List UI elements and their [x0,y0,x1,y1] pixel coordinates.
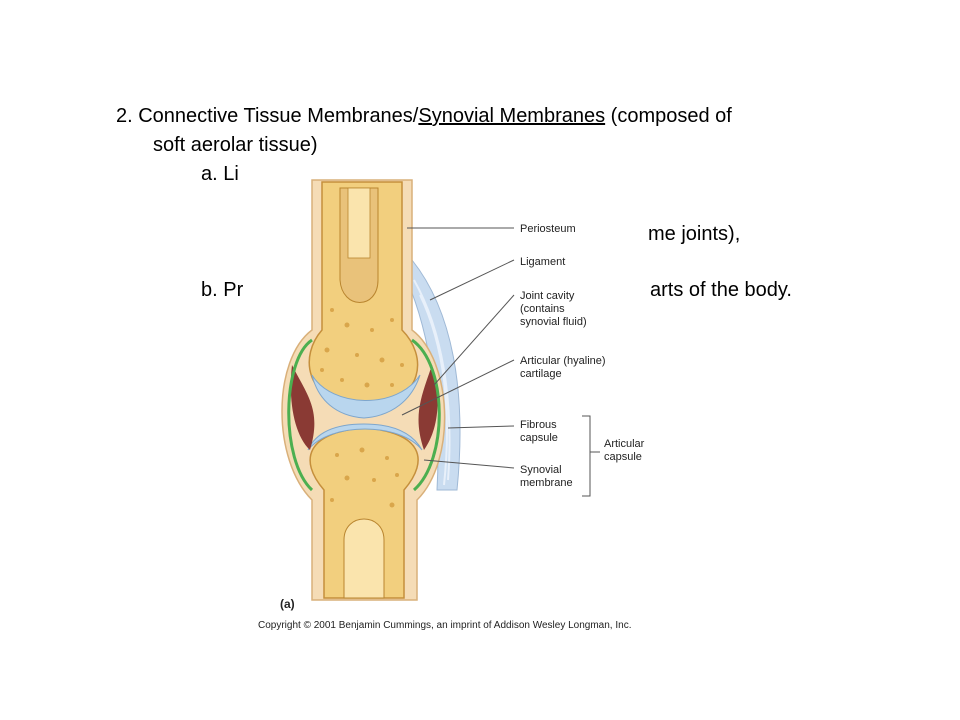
upper-cavity-cut [347,187,371,259]
label-synovial-2: membrane [520,477,573,489]
heading-underlined: Synovial Membranes [418,105,606,127]
upper-cartilage [311,374,421,419]
ligament-band [401,259,461,491]
heading-prefix: 2. Connective Tissue Membranes/ [116,105,419,127]
right-joint-cavity [418,365,438,450]
left-synovial-membrane [287,338,314,492]
item-a-tail: me joints), [648,223,741,245]
ligament-fibers [413,279,451,486]
upper-spongy-bone [320,308,404,388]
item-b-tail: arts of the body. [650,279,792,301]
label-joint-cavity-3: synovial fluid) [520,316,587,328]
label-cartilage-2: cartilage [520,368,562,380]
lower-spongy-bone [330,447,399,508]
label-joint-cavity-1: Joint cavity [520,290,575,302]
item-b-start: b. Pr [201,279,244,301]
lower-cartilage [307,423,423,451]
leader-lines [401,227,600,497]
synovial-joint-figure: Periosteum Ligament Joint cavity (contai… [258,179,645,631]
label-joint-cavity-2: (contains [520,303,565,315]
label-periosteum: Periosteum [520,223,576,235]
item-a-start: a. Li [201,163,239,185]
heading-suffix: (composed of [605,105,732,127]
lower-medullary-cavity [343,518,385,599]
label-cartilage-1: Articular (hyaline) [520,355,606,367]
copyright-text: Copyright © 2001 Benjamin Cummings, an i… [258,620,631,631]
figure-part-label: (a) [280,597,295,611]
label-synovial-1: Synovial [520,464,562,476]
heading-line-2: soft aerolar tissue) [153,134,318,156]
label-fibrous-1: Fibrous [520,419,557,431]
left-joint-cavity [290,365,315,450]
label-ligament: Ligament [520,256,565,268]
heading-line-1: 2. Connective Tissue Membranes/Synovial … [116,104,732,128]
right-synovial-membrane [411,338,441,492]
label-articular-capsule-1: Articular [604,438,645,450]
label-fibrous-2: capsule [520,432,558,444]
label-articular-capsule-2: capsule [604,451,642,463]
